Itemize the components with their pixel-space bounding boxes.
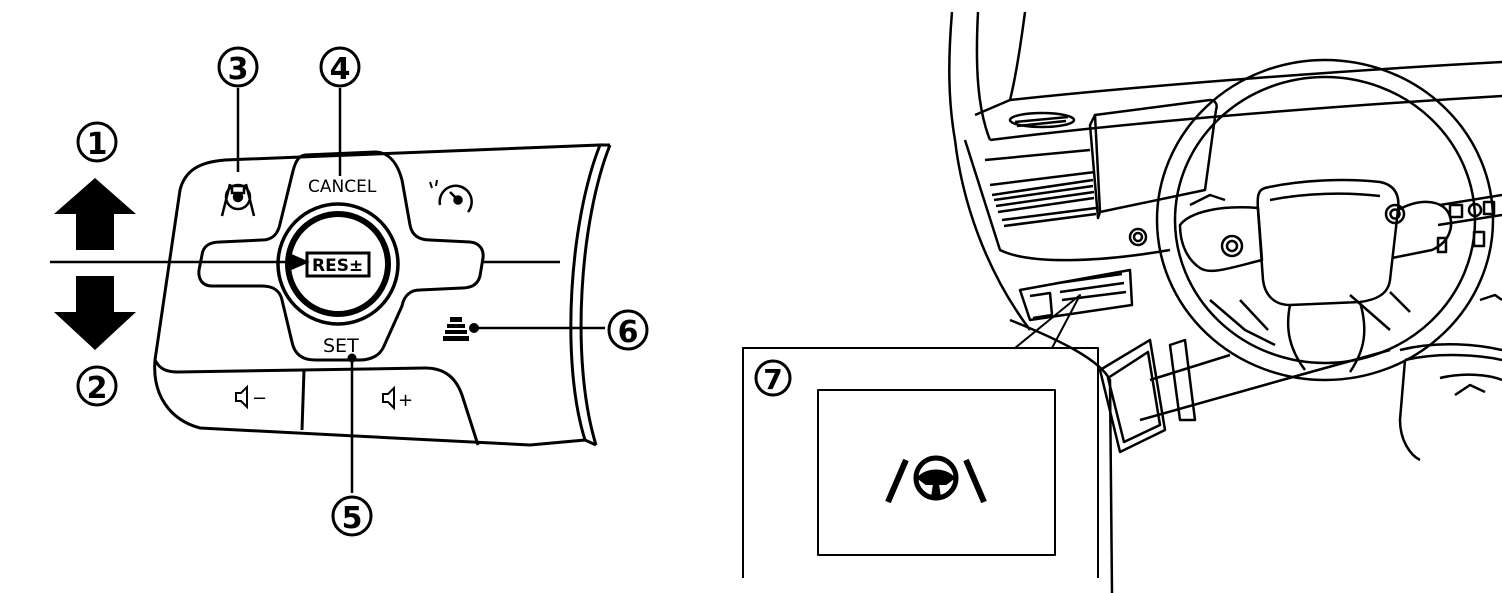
dash-top <box>1009 60 1502 102</box>
speaker-icon[interactable] <box>382 385 395 411</box>
switch-housing-edge <box>579 144 612 446</box>
distance-icon[interactable] <box>443 317 469 341</box>
callout-7: 7 <box>763 363 782 396</box>
switch-housing <box>153 143 603 447</box>
callout-3: 3 <box>228 52 249 87</box>
callout-2: 2 <box>87 371 108 406</box>
dashboard-illustration <box>742 11 1502 593</box>
center-display <box>1093 98 1218 214</box>
cross-bezel <box>197 150 485 362</box>
volume-button-row <box>177 366 480 446</box>
callout-circle-4 <box>319 46 361 88</box>
callout-circle-3 <box>217 46 259 88</box>
cancel-label: CANCEL <box>308 177 377 197</box>
callout-6: 6 <box>618 315 639 350</box>
steering-switch-panel <box>50 88 612 493</box>
speaker-icon[interactable] <box>235 384 248 410</box>
a-pillar <box>948 11 1032 331</box>
arrow-up-icon <box>54 178 136 250</box>
callout-circle-7 <box>754 359 792 397</box>
callout-4: 4 <box>330 52 351 87</box>
inset-pointer <box>1014 294 1081 349</box>
callout-circle-6 <box>607 309 649 351</box>
inset-box <box>742 347 1099 578</box>
callout-circle-2 <box>76 365 118 407</box>
steering-assist-indicator-icon <box>885 455 987 504</box>
callout-1: 1 <box>87 127 108 162</box>
set-label: SET <box>323 335 359 357</box>
callout-circle-5 <box>331 495 373 537</box>
res-pointer-arrow <box>288 252 310 272</box>
res-button[interactable] <box>305 251 371 278</box>
callout-5: 5 <box>342 501 363 536</box>
callout-circle-1 <box>76 121 118 163</box>
steering-assist-icon[interactable] <box>220 183 256 217</box>
res-label: RES± <box>312 256 363 276</box>
res-dial-outer[interactable] <box>276 202 400 326</box>
steering-wheel <box>1155 58 1495 382</box>
volume-down-label[interactable]: − <box>252 388 267 409</box>
speedometer-cruise-icon[interactable] <box>429 179 473 213</box>
volume-divider <box>300 369 306 431</box>
res-dial-inner[interactable] <box>285 211 391 317</box>
arrow-down-icon <box>54 276 136 350</box>
volume-up-label[interactable]: + <box>398 390 413 411</box>
indicator-frame <box>817 389 1056 556</box>
